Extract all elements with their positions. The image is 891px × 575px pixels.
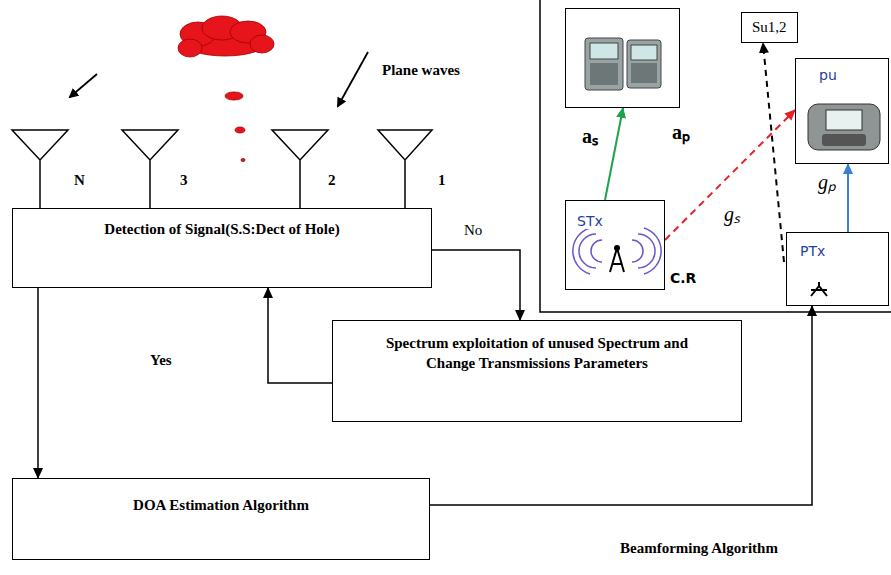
connector-arrow	[37, 288, 39, 478]
device-tag: C.R	[668, 270, 698, 286]
tower-symbol	[811, 282, 827, 296]
antenna-number: 1	[436, 172, 448, 189]
edge-label: Yes	[148, 352, 174, 369]
device-box: STx	[565, 200, 665, 290]
phone-icon	[585, 38, 661, 90]
edge-label: gₚ	[816, 168, 838, 195]
connector-arrow	[432, 250, 520, 320]
connector-arrow	[763, 43, 784, 262]
antenna-array	[12, 130, 432, 208]
phone-icon	[808, 104, 880, 150]
plane-wave-arrow	[338, 52, 368, 106]
caption-label: Plane waves	[380, 62, 462, 79]
device-label: PTx	[799, 243, 826, 259]
process-box: Spectrum exploitation of unused Spectrum…	[332, 320, 742, 422]
device-box: PTx	[786, 232, 889, 306]
plane-wave-arrow	[70, 74, 97, 97]
box-label: DOA Estimation Algorithm	[13, 479, 429, 531]
antenna-number: 3	[178, 172, 190, 189]
device-label: STx	[576, 213, 604, 229]
scenario-panel	[540, 0, 891, 312]
edge-label: No	[462, 222, 484, 239]
user-tag: Su1,2	[741, 12, 798, 43]
edge-label: aₛ	[580, 122, 600, 149]
box-label: Detection of Signal(S.S:Dect of Hole)	[13, 209, 431, 249]
device-box: Su1,2	[565, 8, 680, 108]
process-box: DOA Estimation Algorithm	[12, 478, 430, 560]
device-label: pu	[818, 67, 838, 83]
connector-arrow	[268, 288, 332, 383]
device-box: pu	[795, 58, 889, 164]
process-box: Detection of Signal(S.S:Dect of Hole)	[12, 208, 432, 288]
connector-arrow	[605, 108, 623, 200]
radio-waves	[573, 228, 661, 274]
connector-arrow	[665, 110, 795, 240]
antenna-number: 2	[326, 172, 338, 189]
connector-arrow	[847, 164, 849, 232]
edge-label: aₚ	[670, 118, 692, 145]
edge-label: Beamforming Algorithm	[618, 540, 780, 557]
box-label: Spectrum exploitation of unused Spectrum…	[333, 321, 741, 386]
antenna-number: N	[72, 172, 87, 189]
edge-label: gₛ	[722, 200, 742, 227]
thought-cloud	[178, 16, 274, 162]
